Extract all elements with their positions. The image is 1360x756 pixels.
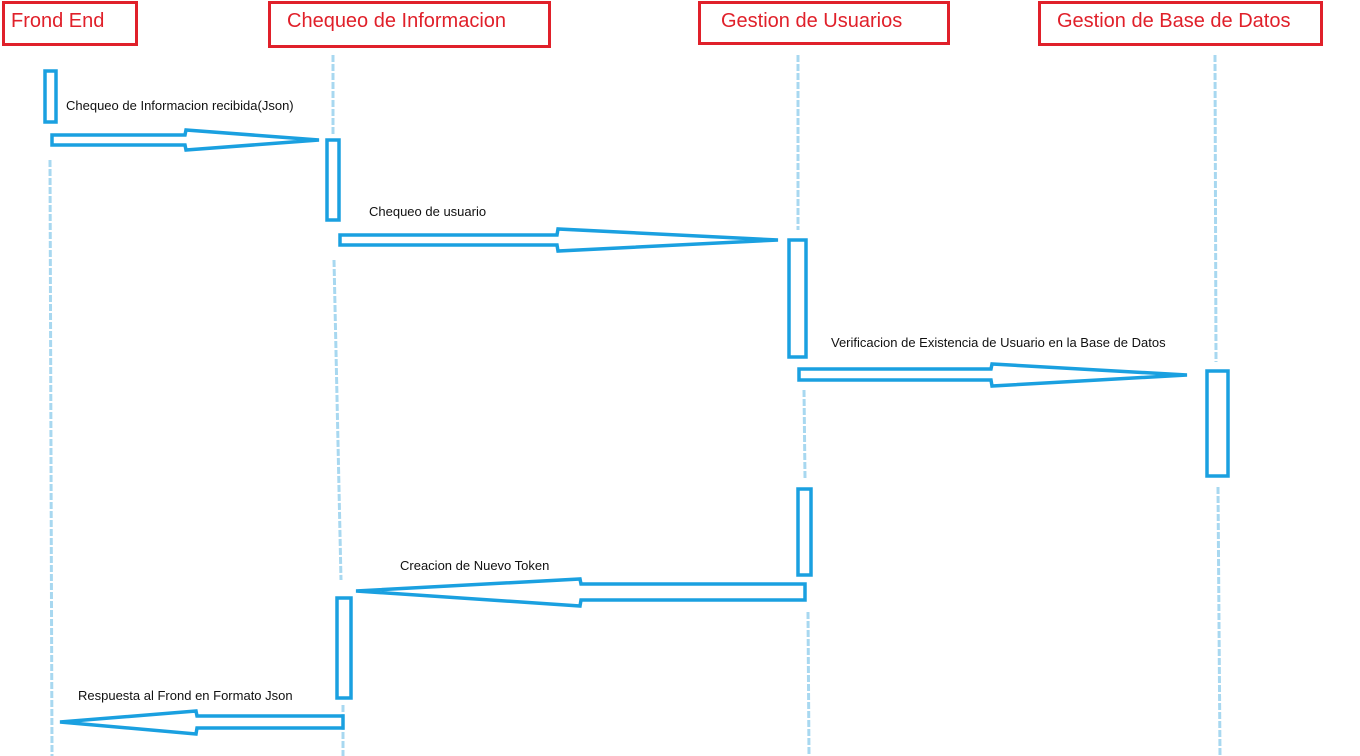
arrow-m4: [355, 577, 807, 608]
lifeline-frond-end: [48, 159, 54, 756]
actor-gestion-de-base-de-datos: Gestion de Base de Datos: [1038, 1, 1323, 46]
message-label-m1: Chequeo de Informacion recibida(Json): [66, 98, 294, 113]
message-label-m4: Creacion de Nuevo Token: [400, 558, 550, 573]
actor-chequeo-de-informacion: Chequeo de Informacion: [268, 1, 551, 48]
activation-chequeo: [335, 596, 353, 700]
activation-frond-end: [43, 69, 58, 124]
lifeline-gestion-bd: [1213, 54, 1218, 363]
lifeline-chequeo: [332, 259, 343, 581]
message-label-m5: Respuesta al Frond en Formato Json: [78, 688, 293, 703]
actor-label: Chequeo de Informacion: [287, 10, 507, 32]
activation-gestion-bd: [1205, 369, 1230, 478]
activation-chequeo: [325, 138, 341, 222]
message-label-m3: Verificacion de Existencia de Usuario en…: [831, 335, 1166, 350]
actor-label: Frond End: [11, 10, 105, 32]
arrow-m3: [797, 362, 1188, 388]
activation-gestion-usuarios: [787, 238, 808, 359]
lifeline-gestion-bd: [1216, 486, 1222, 756]
lifeline-gestion-usuarios: [802, 389, 807, 479]
arrow-m2: [338, 227, 779, 253]
arrow-m1: [50, 128, 320, 152]
actor-gestion-de-usuarios: Gestion de Usuarios: [698, 1, 950, 45]
lifeline-gestion-usuarios: [806, 611, 811, 756]
actor-frond-end: Frond End: [2, 1, 138, 46]
activation-gestion-usuarios: [796, 487, 813, 577]
actor-label: Gestion de Base de Datos: [1057, 10, 1291, 32]
actor-label: Gestion de Usuarios: [721, 10, 903, 32]
message-label-m2: Chequeo de usuario: [369, 204, 487, 219]
arrow-m5: [59, 709, 345, 736]
